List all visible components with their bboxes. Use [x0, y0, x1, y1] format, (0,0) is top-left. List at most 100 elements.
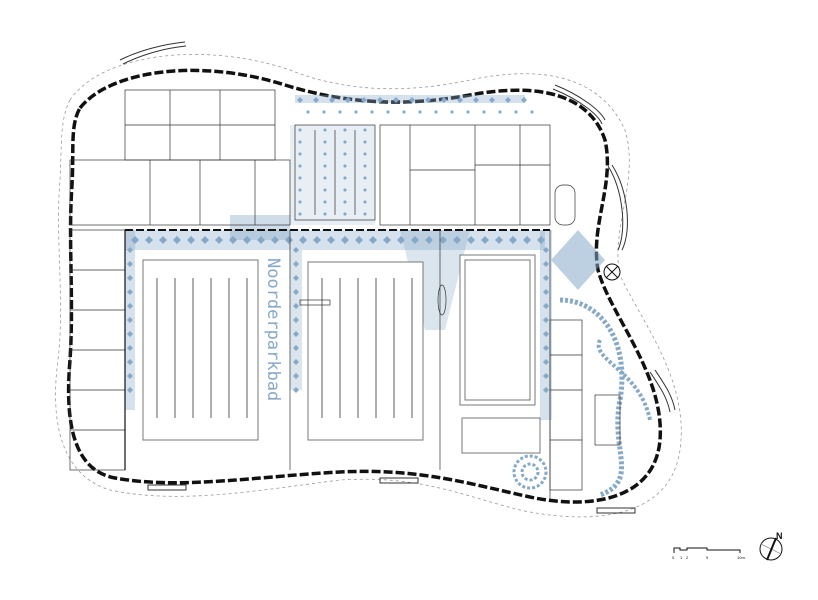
- mosaic-diamond: [293, 359, 299, 365]
- mosaic-diamond: [343, 176, 347, 180]
- mosaic-diamond: [509, 236, 517, 244]
- mosaic-diamond: [363, 128, 367, 132]
- mosaic-diamond: [127, 359, 133, 365]
- mosaic-diamond: [341, 236, 349, 244]
- mosaic-diamond: [298, 128, 302, 132]
- mosaic-diamond: [306, 110, 310, 114]
- mosaic-diamond: [323, 152, 327, 156]
- pool-2: [307, 261, 424, 441]
- mosaic-diamond: [229, 236, 237, 244]
- mosaic-diamond: [293, 373, 299, 379]
- scale-tick-10: 10m.: [737, 555, 746, 560]
- mosaic-diamond: [450, 110, 454, 114]
- mosaic-diamond: [127, 345, 133, 351]
- mosaic-diamond: [293, 345, 299, 351]
- mosaic-diamond: [299, 236, 307, 244]
- mosaic-diamond: [363, 212, 367, 216]
- mosaic-diamond: [543, 331, 549, 337]
- mosaic-diamond: [323, 212, 327, 216]
- mosaic-diamond: [355, 236, 363, 244]
- mosaic-diamond: [453, 236, 461, 244]
- mosaic-diamond: [543, 289, 549, 295]
- mosaic-diamond: [298, 200, 302, 204]
- mosaic-diamond: [543, 345, 549, 351]
- mosaic-diamond: [298, 188, 302, 192]
- mosaic-diamond: [543, 387, 549, 393]
- mosaic-diamond: [543, 247, 549, 253]
- mosaic-diamond: [354, 110, 358, 114]
- scale-bar: 0 1 2 5 10m.: [672, 547, 746, 560]
- north-arrow-icon: N: [759, 531, 783, 561]
- mosaic-diamond: [418, 110, 422, 114]
- mosaic-diamond: [257, 236, 265, 244]
- mosaic-diamond: [298, 212, 302, 216]
- mosaic-diamond: [127, 261, 133, 267]
- mosaic-diamond: [457, 97, 463, 103]
- mosaic-diamond: [343, 164, 347, 168]
- entrance-symbol: [603, 263, 621, 281]
- mosaic-diamond: [329, 97, 335, 103]
- mosaic-diamond: [425, 236, 433, 244]
- mosaic-diamond: [369, 236, 377, 244]
- rooms: [69, 89, 621, 491]
- mosaic-diamond: [323, 164, 327, 168]
- mosaic-diamond: [514, 110, 518, 114]
- mosaic-diamond: [505, 97, 511, 103]
- mosaic-diamond: [397, 236, 405, 244]
- mosaic-diamond: [298, 152, 302, 156]
- building-name-label: Noorderparkbad: [263, 258, 283, 401]
- slide: [299, 299, 331, 306]
- mosaic-diamond: [530, 110, 534, 114]
- mosaic-diamond: [343, 200, 347, 204]
- mosaic-diamond: [489, 97, 495, 103]
- mosaic-diamond: [543, 373, 549, 379]
- mosaic-diamond: [322, 110, 326, 114]
- mosaic-diamond: [363, 176, 367, 180]
- mosaic-diamond: [343, 188, 347, 192]
- mosaic-diamond: [441, 97, 447, 103]
- mosaic-diamond: [271, 236, 279, 244]
- mosaic-diamond: [537, 236, 545, 244]
- mosaic-diamond: [293, 247, 299, 253]
- mosaic-diamond: [343, 152, 347, 156]
- mosaic-diamond: [145, 236, 153, 244]
- mosaic-diamond: [293, 317, 299, 323]
- mosaic-diamond: [293, 261, 299, 267]
- mosaic-diamond: [393, 97, 399, 103]
- mosaic-diamond: [409, 97, 415, 103]
- mosaic-diamond: [543, 275, 549, 281]
- mosaic-diamond: [297, 97, 303, 103]
- mosaic-diamond: [298, 164, 302, 168]
- mosaic-diamond: [425, 97, 431, 103]
- mosaic-diamond: [127, 247, 133, 253]
- mosaic-diamond: [377, 97, 383, 103]
- mosaic-diamond: [298, 140, 302, 144]
- mosaic-diamond: [481, 236, 489, 244]
- mosaic-diamond: [370, 110, 374, 114]
- spiral-mosaic: [512, 454, 548, 490]
- mosaic-diamond: [363, 152, 367, 156]
- mosaic-diamond: [473, 97, 479, 103]
- mosaic-diamond: [127, 387, 133, 393]
- mosaic-diamond: [127, 303, 133, 309]
- mosaic-diamond: [495, 236, 503, 244]
- mosaic-diamonds: [127, 97, 549, 393]
- mosaic-diamond: [363, 200, 367, 204]
- pool-1: [142, 259, 259, 441]
- mosaic-diamond: [543, 317, 549, 323]
- mosaic-diamond: [127, 275, 133, 281]
- site-boundary: [55, 54, 682, 518]
- mosaic-diamond: [127, 289, 133, 295]
- mosaic-diamond: [466, 110, 470, 114]
- mosaic-diamond: [467, 236, 475, 244]
- mosaic-diamond: [498, 110, 502, 114]
- mosaic-diamond: [323, 188, 327, 192]
- mosaic-diamond: [293, 387, 299, 393]
- mosaic-diamond: [343, 128, 347, 132]
- mosaic-diamond: [243, 236, 251, 244]
- mosaic-diamond: [363, 164, 367, 168]
- mosaic-diamond: [439, 236, 447, 244]
- mosaic-diamond: [285, 236, 293, 244]
- mosaic-diamond: [338, 110, 342, 114]
- mosaic-diamond: [127, 331, 133, 337]
